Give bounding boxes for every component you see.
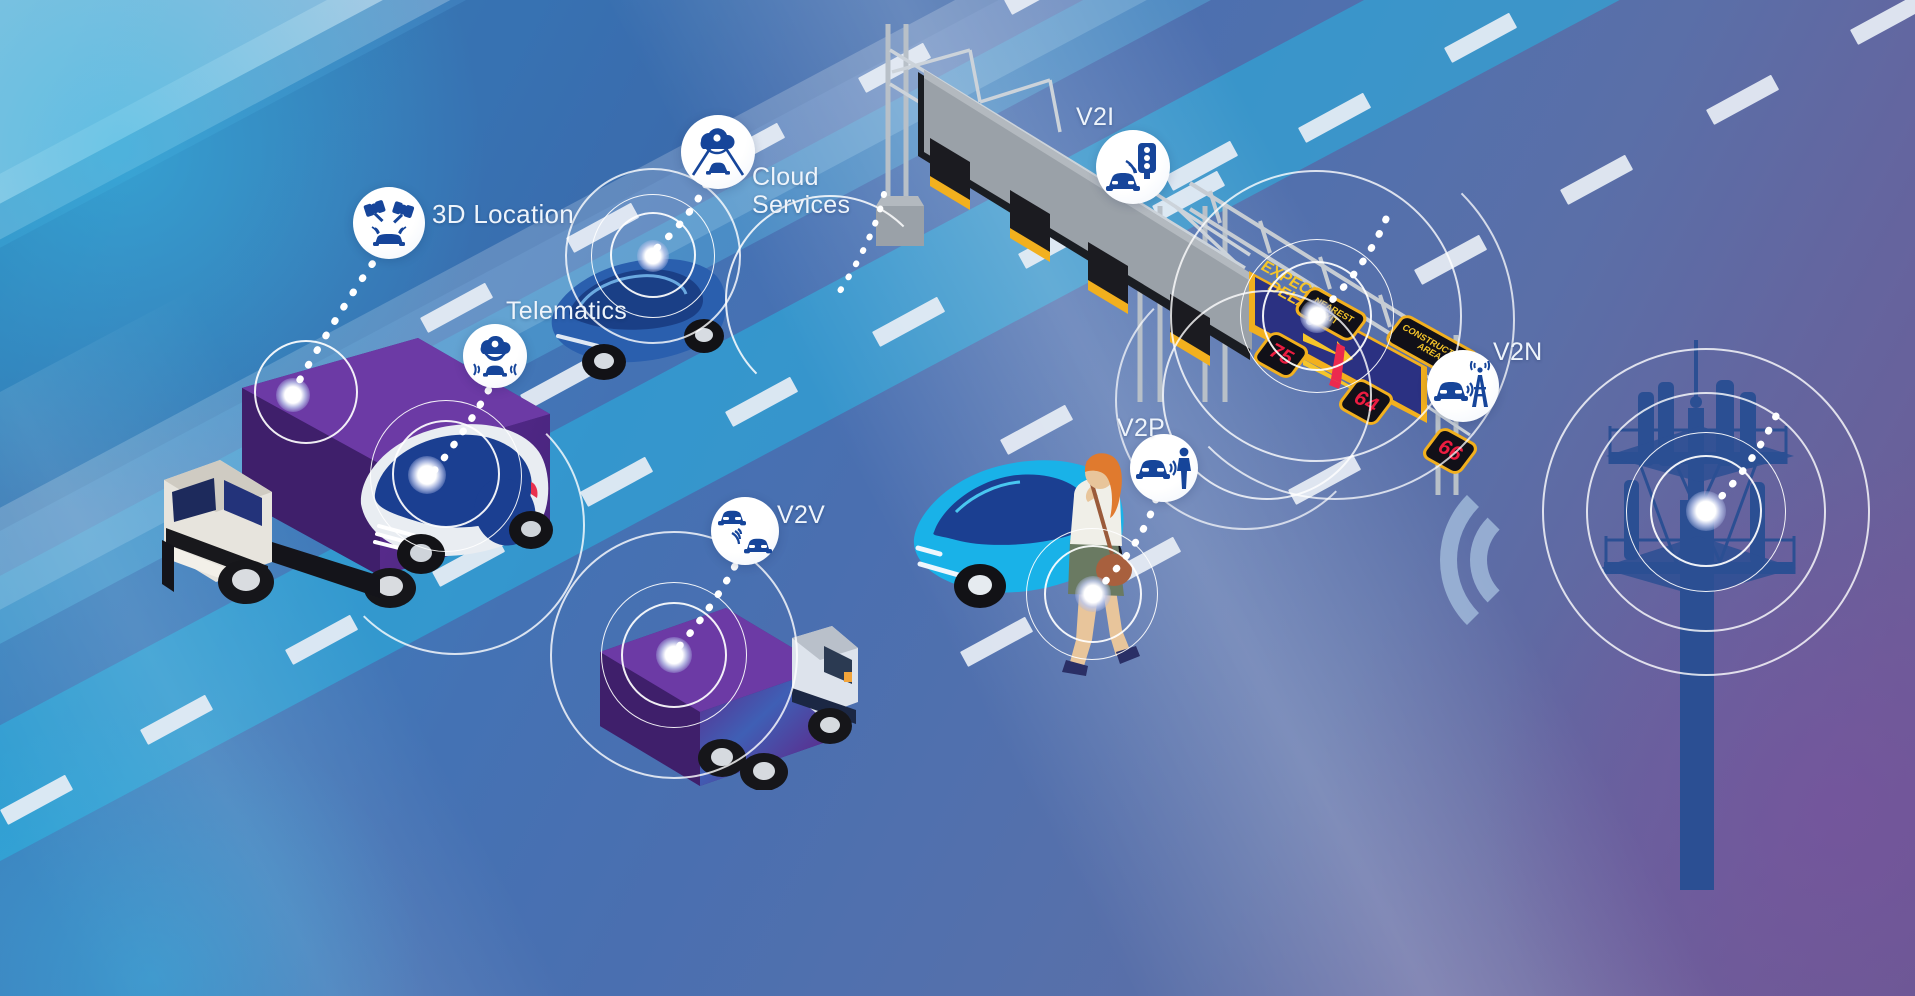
badge-v2p[interactable] [1130, 434, 1198, 502]
label-telematics: Telematics [506, 297, 628, 325]
link-sedan-to-cloud [640, 180, 720, 260]
tower-wave-2 [1440, 468, 1624, 652]
traffic-light-car-icon [1106, 143, 1156, 191]
label-cloud-services: Cloud Services [752, 163, 851, 219]
lower-truck-radar-ring-3 [550, 531, 798, 779]
sedan-hub-core [646, 249, 660, 263]
link-pedestrian-to-v2p [1090, 495, 1170, 595]
car-cell-tower-icon [1434, 361, 1491, 407]
cloud-signal-car-icon [473, 335, 517, 377]
lower-truck-hub-core [666, 647, 682, 663]
badge-3d-location[interactable] [353, 187, 425, 259]
car-pedestrian-icon [1136, 447, 1191, 489]
cloud-road-car-icon [691, 128, 745, 176]
link-tower-to-v2n [1700, 412, 1790, 517]
sweep-arc-cloud [725, 195, 935, 405]
two-satellites-car-icon [363, 200, 415, 246]
label-v2n: V2N [1493, 338, 1543, 366]
badge-v2v[interactable] [711, 497, 779, 565]
sweep-arc-left-pole [1115, 270, 1375, 530]
label-v2v: V2V [777, 501, 826, 529]
sweep-arc-v2i [1155, 140, 1515, 500]
label-3d-location: 3D Location [432, 199, 575, 229]
truck-upper-hub-core [286, 388, 300, 402]
smartcar-radar-ring-2 [370, 400, 522, 552]
label-v2i: V2I [1076, 103, 1115, 131]
truck-upper-radar-ring [254, 340, 358, 444]
badge-telematics[interactable] [463, 324, 527, 388]
pedestrian-radar-ring-2 [1026, 528, 1158, 660]
link-smartcar-to-telematics [420, 372, 510, 484]
pedestrian-hub-core [1085, 586, 1101, 602]
truck-upper-outer-ring [325, 395, 585, 655]
two-cars-signal-icon [718, 510, 772, 554]
label-v2p: V2P [1117, 414, 1166, 442]
badge-cloud-services[interactable] [681, 115, 755, 189]
badge-v2i[interactable] [1096, 130, 1170, 204]
badge-v2n[interactable] [1427, 350, 1499, 422]
